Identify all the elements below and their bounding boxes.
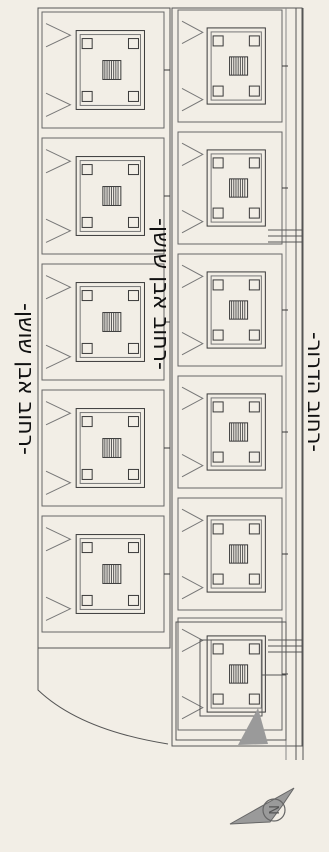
upper-row-units bbox=[177, 9, 288, 731]
lower-unit bbox=[41, 389, 170, 507]
lower-unit bbox=[41, 263, 170, 381]
outer-lot-lines bbox=[37, 7, 304, 760]
lower-unit bbox=[41, 515, 170, 633]
lower-row-units bbox=[41, 11, 170, 633]
road-wedge bbox=[238, 708, 268, 745]
street-label-top: -רחוב הדרור- bbox=[303, 332, 327, 452]
upper-unit bbox=[177, 253, 288, 367]
upper-unit bbox=[177, 131, 288, 245]
bottom-lot bbox=[175, 621, 287, 741]
upper-unit bbox=[177, 9, 288, 123]
compass-north-arrow-icon: N bbox=[229, 787, 295, 825]
lower-unit bbox=[41, 11, 170, 129]
street-label-middle: -רחוב אבן שושן- bbox=[148, 218, 173, 370]
upper-unit bbox=[177, 375, 288, 489]
lower-unit bbox=[41, 137, 170, 255]
upper-unit bbox=[177, 497, 288, 611]
svg-text:N: N bbox=[265, 805, 280, 815]
street-label-bottom: -רחוב אבן שושן- bbox=[13, 303, 38, 455]
upper-unit bbox=[177, 617, 288, 731]
